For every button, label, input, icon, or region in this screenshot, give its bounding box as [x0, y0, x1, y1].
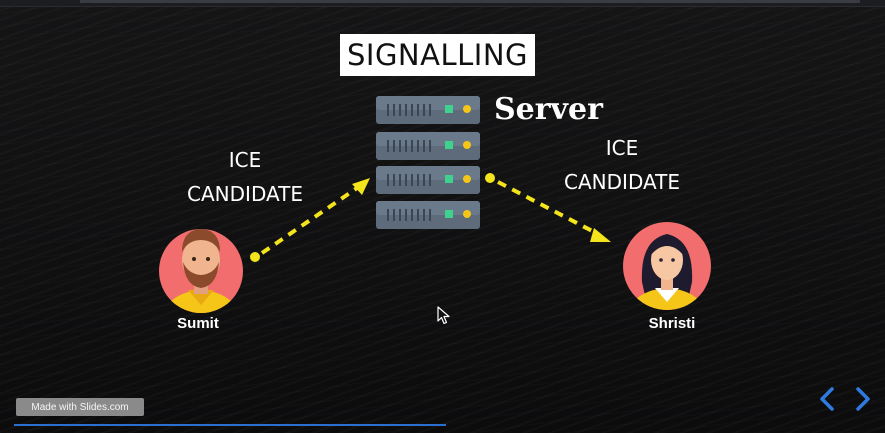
- ice-left-line1: ICE: [228, 148, 262, 172]
- chevron-left-icon: [820, 387, 834, 411]
- slide-title: SIGNALLING: [347, 38, 528, 72]
- man-avatar-icon: [159, 229, 243, 313]
- chevron-right-icon: [856, 387, 870, 411]
- title-box: SIGNALLING: [340, 34, 535, 76]
- window-top-bar: [0, 0, 885, 7]
- server-label: Server: [494, 92, 603, 127]
- ice-right-line2: CANDIDATE: [564, 170, 680, 194]
- ice-right-line1: ICE: [605, 136, 639, 160]
- top-tab-strip: [80, 0, 860, 3]
- mouse-pointer-icon: [437, 306, 450, 325]
- next-slide-button[interactable]: [850, 384, 876, 414]
- ice-candidate-right: ICE CANDIDATE: [557, 131, 687, 199]
- arrow-server-to-shristi: [485, 173, 611, 242]
- ice-left-line2: CANDIDATE: [187, 182, 303, 206]
- woman-avatar-icon: [623, 222, 711, 310]
- prev-slide-button[interactable]: [814, 384, 840, 414]
- person-name-sumit: Sumit: [177, 315, 219, 332]
- slide-progress-bar: [14, 424, 446, 426]
- person-name-shristi: Shristi: [648, 315, 696, 332]
- made-with-slides-badge[interactable]: Made with Slides.com: [16, 398, 144, 416]
- arrow-sumit-to-server: [250, 178, 370, 262]
- ice-candidate-left: ICE CANDIDATE: [180, 143, 310, 211]
- server-rack-icon: [376, 96, 480, 229]
